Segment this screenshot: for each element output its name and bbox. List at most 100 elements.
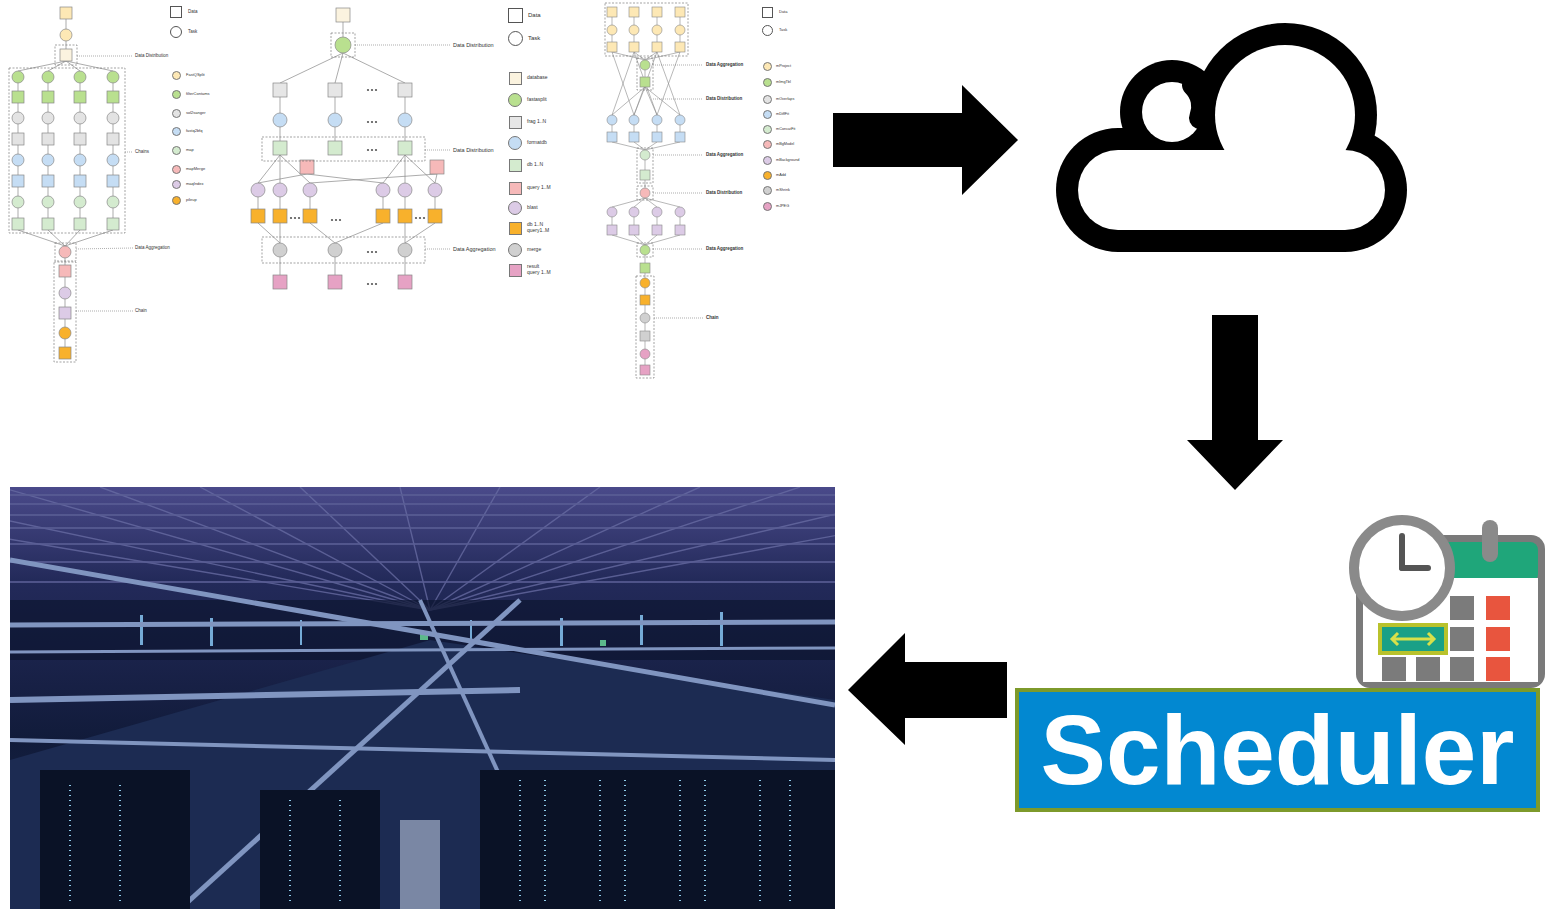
legend-text: pileup [186,198,197,203]
legend-swatch [763,156,772,165]
legend-text: result query 1..M [527,264,553,276]
legend-entry: mBackground [776,158,799,162]
annotation-label: Data Distribution [453,42,494,48]
legend-entry: mBgModel [776,142,794,146]
legend-text: db 1..N [527,162,543,168]
legend-text: mImgTbl [776,80,791,84]
legend-text: merge [527,247,541,253]
legend-swatch [509,72,522,85]
legend-swatch [172,146,181,155]
annotation-wrap: Chain [706,315,719,320]
box-title: Scheduler [1041,701,1515,799]
annotation-label: Data Aggregation [135,245,170,250]
legend-text: Data [779,10,787,15]
legend-text: filterContams [186,92,210,97]
legend-text: mShrink [776,188,790,192]
legend-entry: sol2sanger [186,111,206,116]
legend-entry: mapMerge [186,167,205,172]
legend-swatch [763,95,772,104]
legend-entry: Data [188,9,198,14]
workflow-graph-1 [9,7,133,362]
legend-text: query 1..M [527,185,551,191]
annotation-label: Data Distribution [453,147,494,153]
legend-text: mJPEG [776,204,789,208]
legend-entry: result query 1..M [527,264,553,276]
legend-swatch [509,264,522,277]
legend-swatch [170,26,182,38]
legend-entry: frag 1..N [527,119,546,125]
legend-entry: mProject [776,64,791,68]
legend-entry: filterContams [186,92,210,97]
legend-text: fastq2bfq [186,129,202,134]
legend-entry: fastasplit [527,97,547,103]
annotation-label: Data Aggregation [453,246,496,252]
legend-swatch [508,243,522,257]
legend-text: Task [779,28,787,33]
legend-swatch [763,110,772,119]
legend-swatch [172,180,181,189]
annotation-wrap: Data Aggregation [706,62,743,67]
annotation-label: Chains [135,149,149,154]
legend-entry: Task [188,29,197,34]
legend-text: db 1..N query1..M [527,222,553,234]
annotation-label: Data Distribution [135,53,168,58]
annotation-label: Data Aggregation [706,246,743,251]
legend-text: Data [188,9,198,14]
legend-swatch [763,78,772,87]
legend-swatch [172,109,181,118]
legend-swatch [172,196,181,205]
legend-entry: mDiffFit [776,112,789,116]
legend-entry: Task [528,35,540,42]
legend-text: mProject [776,64,791,68]
legend-entry: blast [527,205,538,211]
legend-text: mBgModel [776,142,794,146]
legend-text: Task [188,29,197,34]
legend-swatch [508,8,523,23]
legend-entry: mImgTbl [776,80,791,84]
legend-entry: pileup [186,198,197,203]
legend-entry: mOverlaps [776,97,794,101]
annotation-wrap: Data Aggregation [706,152,743,157]
legend-text: Data [528,12,541,19]
legend-text: sol2sanger [186,111,206,116]
annotation-label: Data Distribution [706,96,742,101]
legend-text: maqIndex [186,182,204,187]
legend-entry: mAdd [776,173,786,177]
workflow-graph-3 [605,3,703,378]
legend-swatch [762,7,773,18]
legend-text: Task [528,35,540,42]
legend-entry: Data [528,12,541,19]
legend-entry: Task [779,28,787,33]
legend-swatch [762,25,773,36]
legend-swatch [508,31,523,46]
annotation-wrap: Data Distribution [706,96,742,101]
annotation-wrap: Chain [135,308,147,313]
annotation-wrap: Data Aggregation [453,246,496,252]
scheduler-box: Scheduler [1015,688,1540,812]
legend-swatch [509,182,522,195]
legend-entry: formatdb [527,140,547,146]
annotation-wrap: Data Distribution [135,53,168,58]
annotation-label: Data Distribution [706,190,742,195]
legend-entry: mShrink [776,188,790,192]
legend-text: mConcatFit [776,127,795,131]
legend-entry: db 1..N [527,162,543,168]
legend-text: formatdb [527,140,547,146]
annotation-label: Chain [706,315,719,320]
legend-swatch [763,186,772,195]
legend-swatch [170,6,182,18]
legend-text: FastQSplit [186,73,205,78]
legend-entry: mConcatFit [776,127,795,131]
legend-swatch [509,222,522,235]
legend-text: frag 1..N [527,119,546,125]
cloud-icon [1056,23,1407,252]
legend-text: mDiffFit [776,112,789,116]
datacenter-photo [10,487,835,909]
legend-swatch [508,93,522,107]
annotation-wrap: Chains [135,149,149,154]
legend-swatch [763,125,772,134]
legend-swatch [172,165,181,174]
annotation-wrap: Data Aggregation [706,246,743,251]
legend-entry: query 1..M [527,185,551,191]
